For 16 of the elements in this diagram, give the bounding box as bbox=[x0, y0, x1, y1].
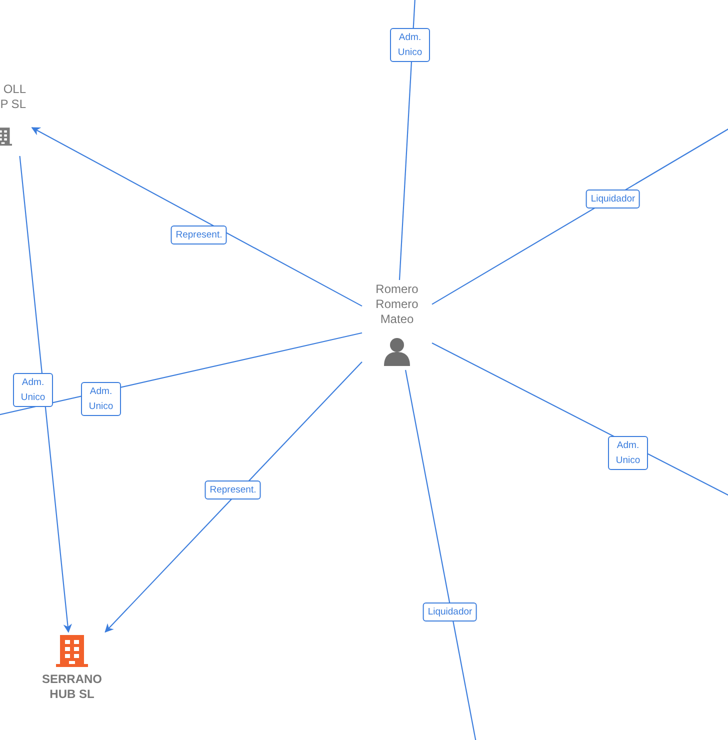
edge-label: Adm. Unico bbox=[13, 373, 53, 407]
edge-label: Represent. bbox=[204, 480, 262, 500]
connector-line bbox=[404, 370, 477, 740]
edge-label: Liquidador bbox=[586, 190, 640, 208]
edge-label: Adm. Unico bbox=[608, 436, 648, 470]
company-name: OLL P SL bbox=[0, 82, 26, 112]
person-name: Romero Romero Mateo bbox=[374, 282, 420, 327]
connector-line bbox=[432, 128, 728, 305]
edge-label: Adm. Unico bbox=[390, 28, 430, 62]
company-name: SERRANO HUB SL bbox=[40, 672, 103, 702]
arrow bbox=[31, 127, 362, 307]
arrow bbox=[104, 361, 362, 633]
arrow bbox=[19, 156, 72, 633]
edge-label: Adm. Unico bbox=[81, 382, 121, 416]
edge-label: Represent. bbox=[170, 226, 228, 244]
edge-label: Liquidador bbox=[422, 602, 478, 622]
